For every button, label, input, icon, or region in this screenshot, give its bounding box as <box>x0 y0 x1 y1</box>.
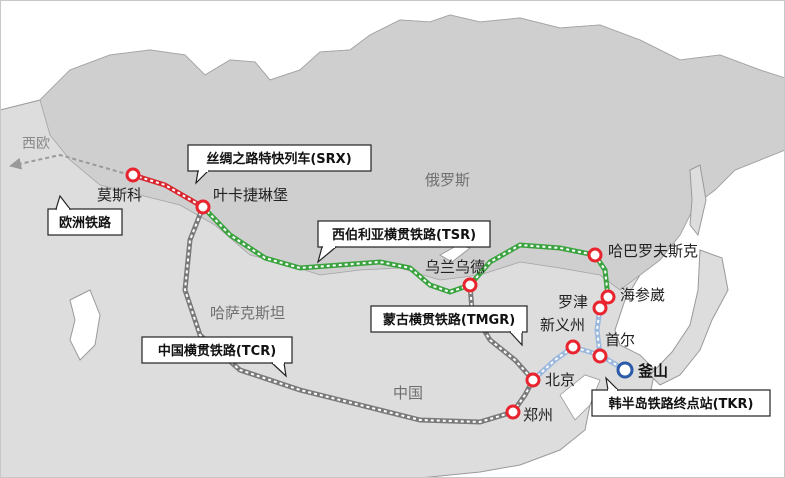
lake-baikal <box>438 244 472 263</box>
city-label-ulaanbaatar: 乌兰乌德 <box>425 258 485 276</box>
city-label-yekaterinburg: 叶卡捷琳堡 <box>213 186 288 204</box>
callout-srx: 丝绸之路特快列车(SRX) <box>187 144 372 185</box>
land-japan <box>649 249 729 386</box>
callout-euro-text: 欧洲铁路 <box>59 215 112 231</box>
station-beijing[interactable] <box>525 372 541 388</box>
station-seoul[interactable] <box>592 348 608 364</box>
station-busan[interactable] <box>616 361 634 379</box>
callout-tsr-text: 西伯利亚横贯铁路(TSR) <box>332 227 476 243</box>
station-rajin[interactable] <box>592 300 608 316</box>
callout-tmgr: 蒙古横贯铁路(TMGR) <box>370 305 528 347</box>
city-label-zhengzhou: 郑州 <box>523 406 553 424</box>
lake-caspian <box>69 289 101 361</box>
callout-tcr: 中国横贯铁路(TCR) <box>141 336 293 378</box>
region-label-china: 中国 <box>393 384 423 402</box>
route-srx-dash <box>132 174 204 208</box>
city-label-beijing: 北京 <box>545 371 575 389</box>
city-label-busan: 釜山 <box>637 362 668 380</box>
land-sakhalin <box>689 164 707 237</box>
station-yekaterinburg[interactable] <box>195 199 211 215</box>
station-zhengzhou[interactable] <box>505 404 521 420</box>
city-label-rajin: 罗津 <box>558 293 588 311</box>
city-label-moscow: 莫斯科 <box>97 186 142 204</box>
station-moscow[interactable] <box>125 167 141 183</box>
callout-srx-text: 丝绸之路特快列车(SRX) <box>206 151 351 167</box>
station-sinuiju[interactable] <box>565 339 581 355</box>
city-label-vladivostok: 海参崴 <box>620 286 665 304</box>
route-tkr-dash <box>532 345 626 381</box>
callout-tkr: 韩半岛铁路终点站(TKR) <box>591 376 771 417</box>
city-label-seoul: 首尔 <box>605 331 635 349</box>
callout-tcr-text: 中国横贯铁路(TCR) <box>158 343 276 359</box>
city-label-sinuiju: 新义州 <box>540 316 585 334</box>
callout-euro: 欧洲铁路 <box>47 194 123 236</box>
callout-tkr-text: 韩半岛铁路终点站(TKR) <box>609 396 754 412</box>
callout-tmgr-text: 蒙古横贯铁路(TMGR) <box>383 312 515 328</box>
route-tmgr-dash <box>469 284 534 381</box>
region-label-russia: 俄罗斯 <box>425 171 470 189</box>
route-tcr-dash <box>183 206 514 424</box>
station-vladivostok[interactable] <box>600 289 616 305</box>
region-label-kazakhstan: 哈萨克斯坦 <box>210 304 285 322</box>
city-label-khabarovsk: 哈巴罗夫斯克 <box>608 242 698 260</box>
region-label-west-europe: 西欧 <box>22 136 50 152</box>
callout-tsr: 西伯利亚横贯铁路(TSR) <box>316 220 491 264</box>
station-khabarovsk[interactable] <box>587 247 603 263</box>
station-ulaanbaatar[interactable] <box>462 277 478 293</box>
